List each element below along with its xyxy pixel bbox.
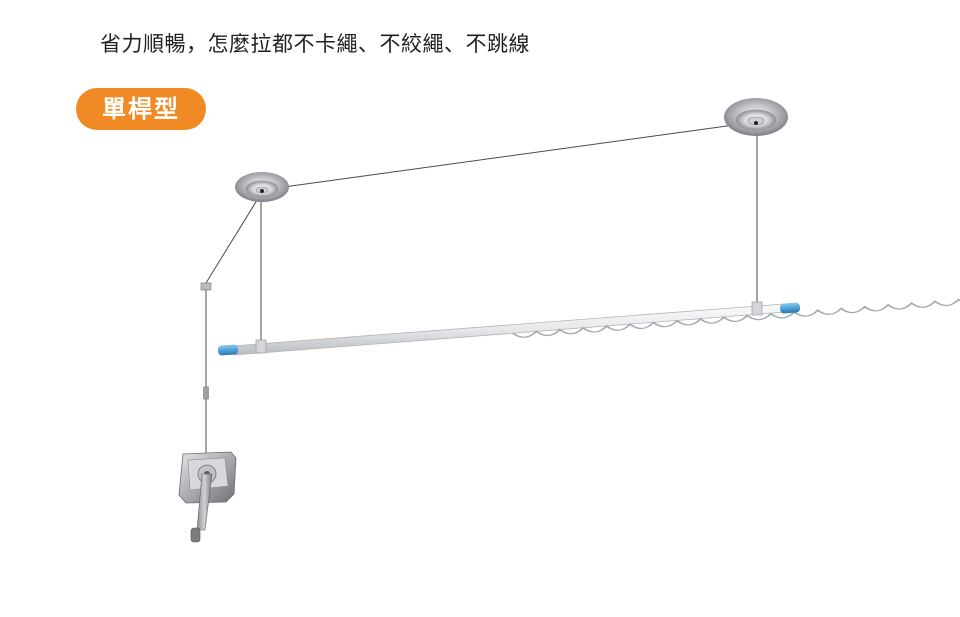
drying-pole	[231, 297, 960, 356]
hand-crank-winder	[178, 451, 237, 543]
ceiling-pulley-left	[235, 172, 289, 202]
ceiling-pulley-right	[724, 98, 788, 136]
pole-end-cap-right	[779, 302, 801, 314]
headline-text: 省力順暢，怎麼拉都不卡繩、不絞繩、不跳線	[100, 32, 530, 56]
pole-end-cap-left	[217, 344, 239, 356]
cable-sleeve	[203, 386, 209, 400]
cable	[205, 121, 758, 460]
cable-clip	[200, 282, 212, 291]
type-badge: 單桿型	[76, 88, 206, 130]
